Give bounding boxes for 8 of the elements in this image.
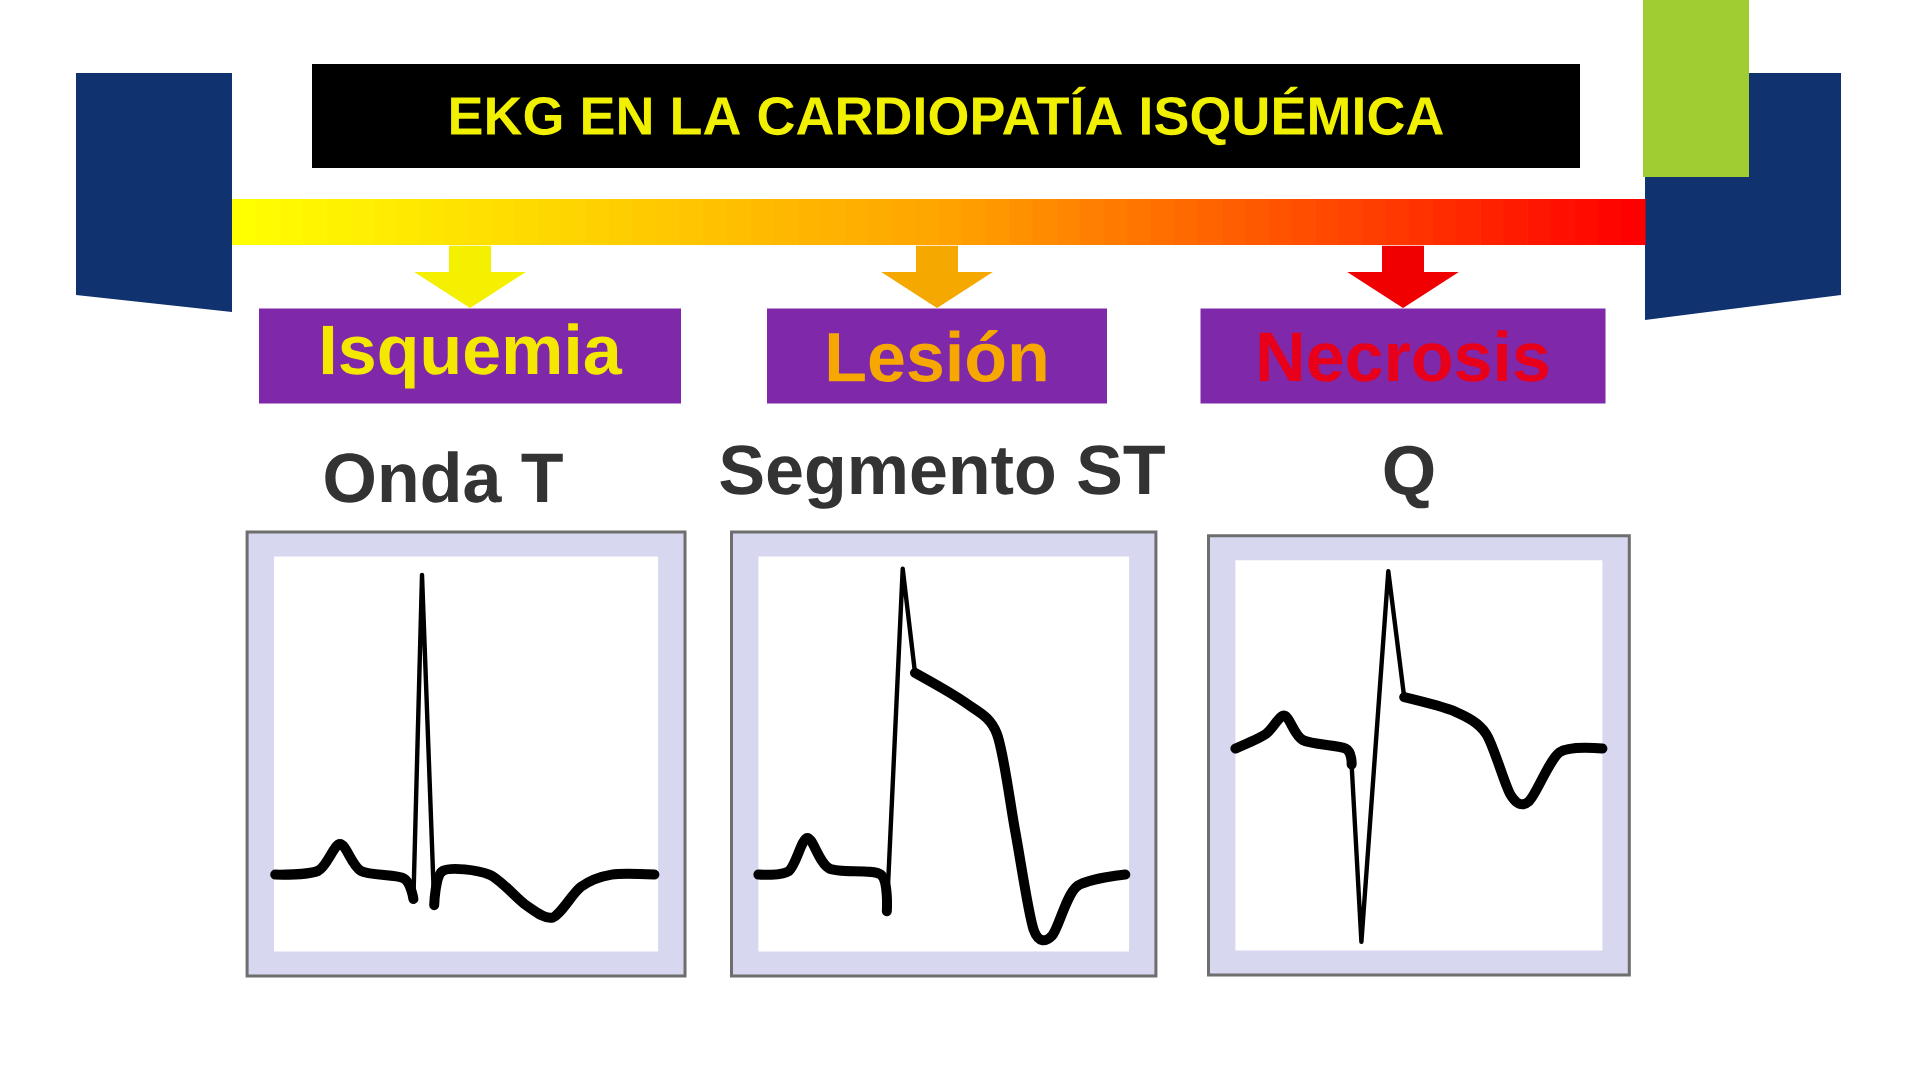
heading-label: Segmento ST [720,445,1165,509]
title-banner: EKG EN LA CARDIOPATÍA ISQUÉMICA [312,64,1580,168]
category-box: Isquemia [259,308,681,404]
heading-label: Q [1384,445,1434,509]
category-box: Lesión [767,308,1107,404]
gradient-bar [232,199,1646,245]
category-box: Necrosis [1200,308,1606,404]
heading-label: Onda T [325,451,563,503]
